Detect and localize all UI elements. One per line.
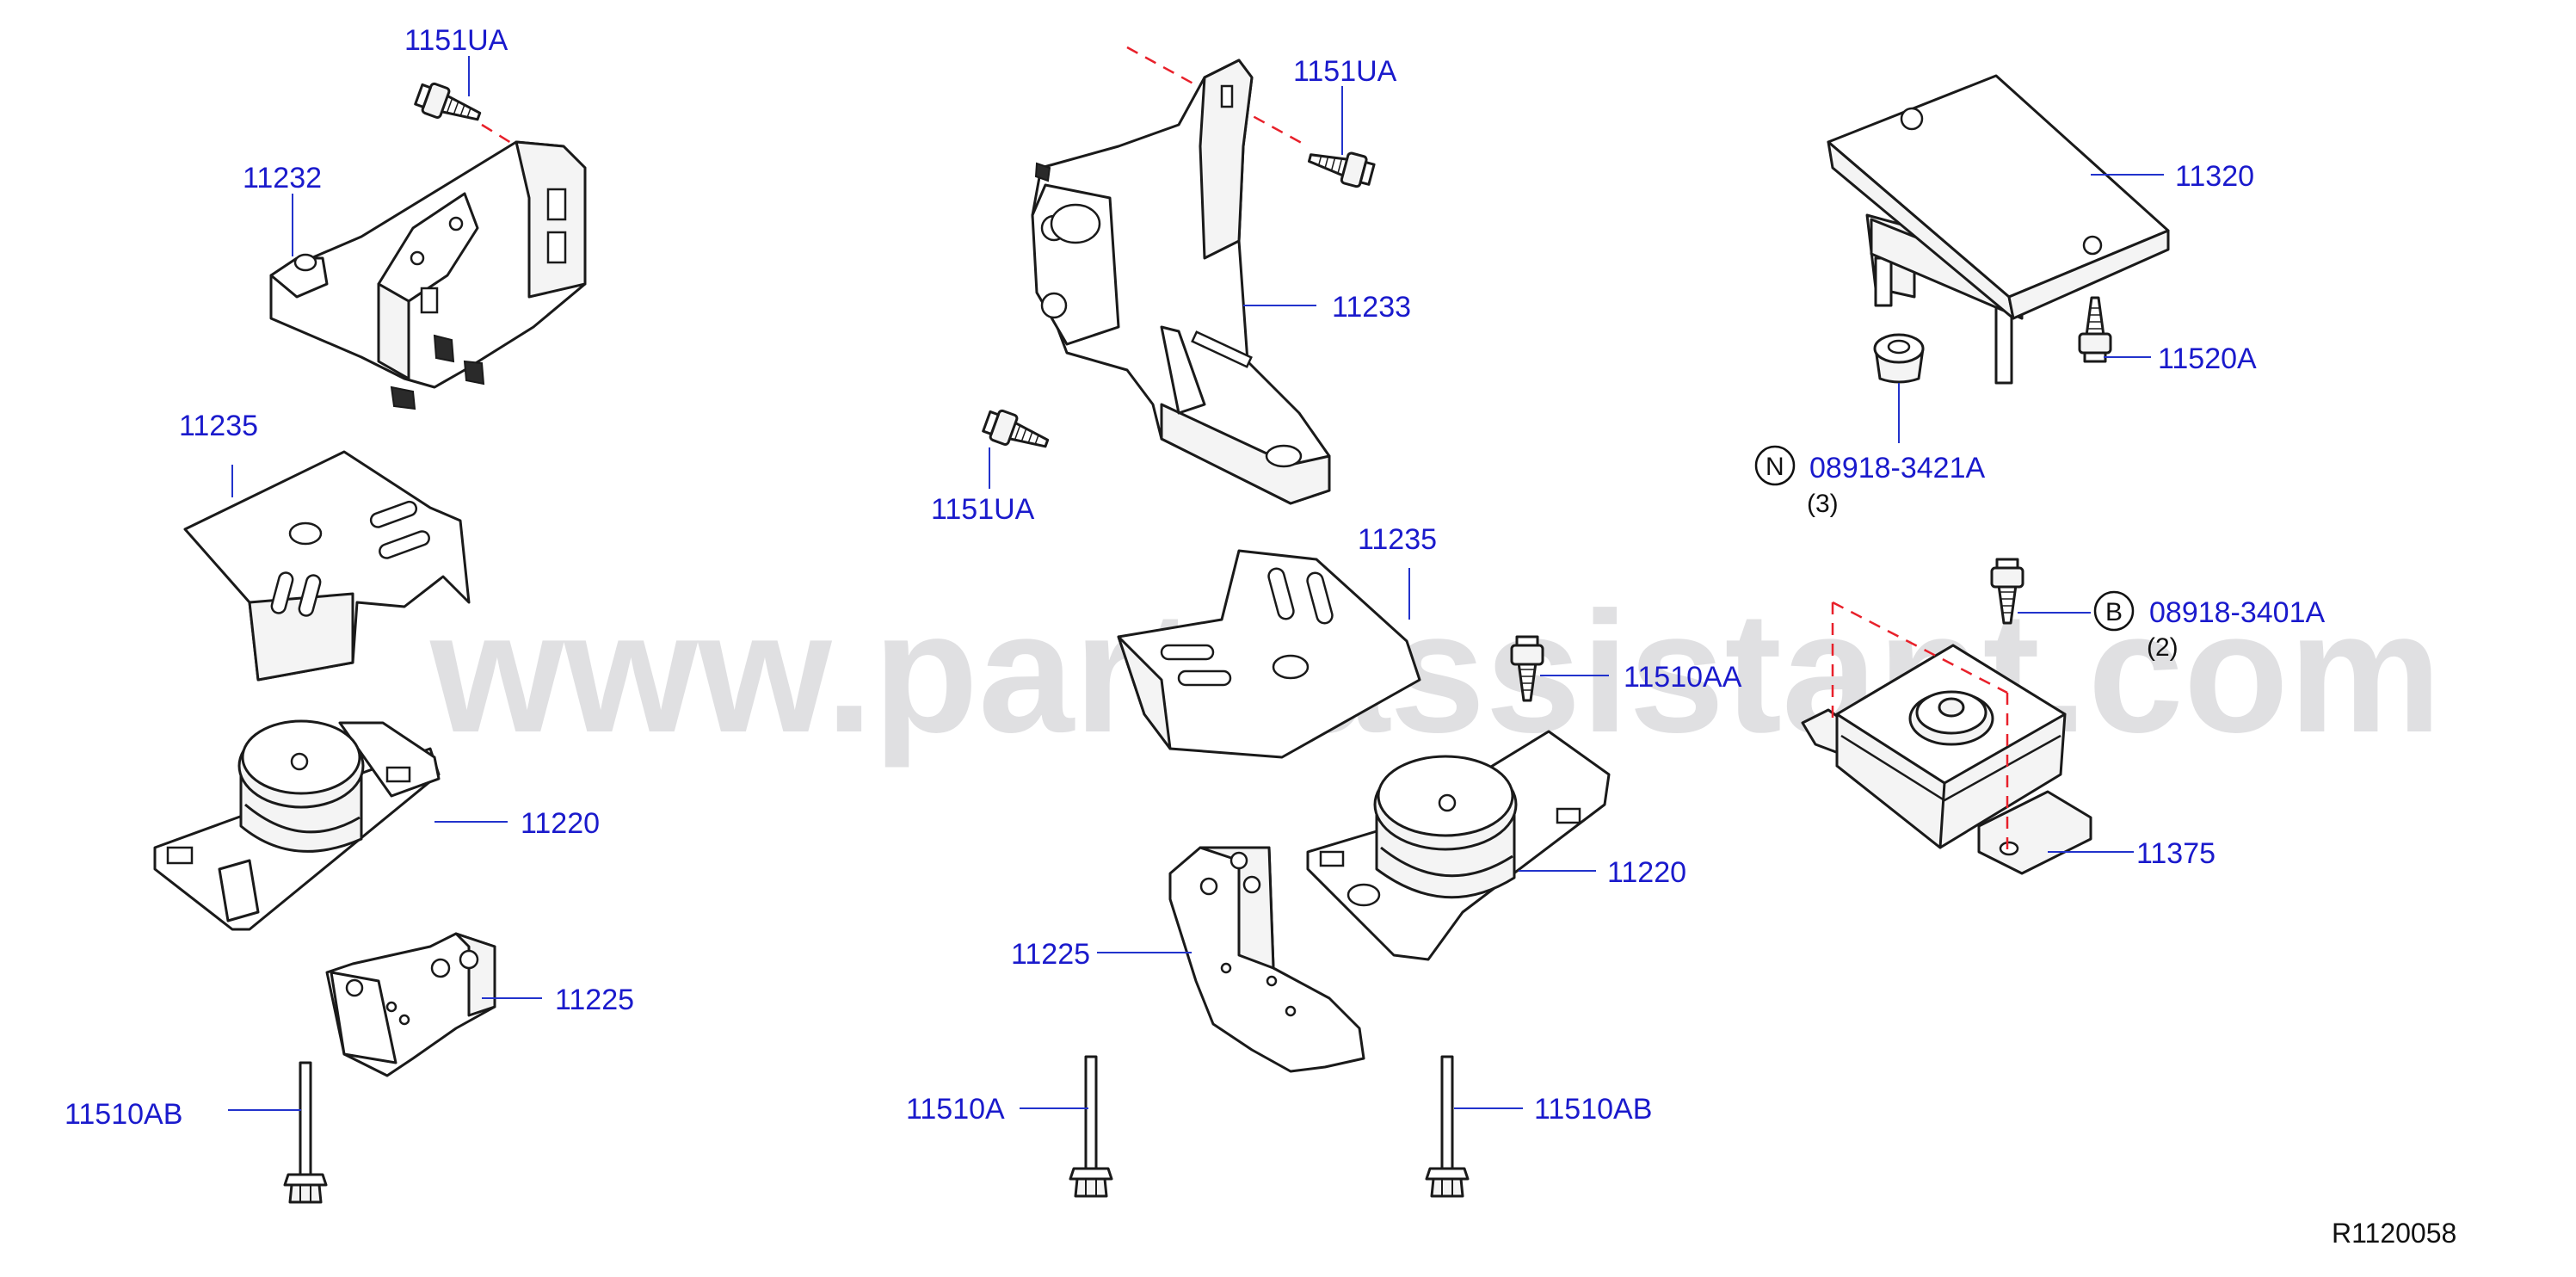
callout-11235-center[interactable]: 11235 xyxy=(1358,523,1437,556)
member-11320 xyxy=(1827,74,2170,385)
bolt-symbol-circle xyxy=(2093,590,2135,632)
callout-11510ab-left[interactable]: 11510AB xyxy=(65,1098,182,1131)
callout-11225-center[interactable]: 11225 xyxy=(1011,938,1090,971)
long-bolt-11510ab-left xyxy=(283,1061,328,1204)
callout-11320[interactable]: 11320 xyxy=(2175,160,2254,193)
reference-code: R1120058 xyxy=(2332,1218,2456,1249)
callout-11220-left[interactable]: 11220 xyxy=(521,807,600,840)
bolt-symbol-letter: B xyxy=(2105,598,2123,626)
callout-11233[interactable]: 11233 xyxy=(1332,291,1411,324)
bracket-11233 xyxy=(1031,59,1331,505)
callout-1151ua-center-top[interactable]: 1151UA xyxy=(1293,55,1397,88)
long-bolt-11510ab-center xyxy=(1425,1055,1470,1198)
callout-11235-left[interactable]: 11235 xyxy=(179,410,258,442)
nut-symbol-circle xyxy=(1754,445,1796,486)
callout-08918-3401a[interactable]: 08918-3401A xyxy=(2149,596,2326,629)
callout-08918-3421a[interactable]: 08918-3421A xyxy=(1809,452,1986,484)
callout-11510a[interactable]: 11510A xyxy=(906,1093,1005,1126)
callout-11510aa[interactable]: 11510AA xyxy=(1624,661,1742,694)
bracket-11225-left xyxy=(325,932,496,1077)
callout-11220-center[interactable]: 11220 xyxy=(1607,856,1686,889)
plate-11235-left xyxy=(183,450,471,682)
bracket-11232 xyxy=(269,140,587,410)
insulator-11220-center xyxy=(1306,730,1611,961)
insulator-11220-left xyxy=(153,719,441,931)
callout-11232[interactable]: 11232 xyxy=(243,162,322,194)
long-bolt-11510a xyxy=(1069,1055,1113,1198)
watermark-text: www.partsassistant.com xyxy=(429,577,2442,768)
callout-11510ab-center[interactable]: 11510AB xyxy=(1534,1093,1652,1126)
bolt-1151ua-center-left xyxy=(980,405,1054,460)
nut-symbol-letter: N xyxy=(1766,453,1784,481)
bracket-11225-center xyxy=(1168,846,1365,1073)
callout-11520a[interactable]: 11520A xyxy=(2158,342,2257,375)
bolt-1151ua-left xyxy=(412,78,486,133)
callout-11375[interactable]: 11375 xyxy=(2136,837,2215,870)
nut-08918-3421a xyxy=(1873,333,1925,384)
callout-11225-left[interactable]: 11225 xyxy=(555,984,634,1016)
bolt-11520a xyxy=(2078,296,2112,363)
plate-11235-center xyxy=(1117,549,1421,759)
callout-1151ua-left[interactable]: 1151UA xyxy=(404,24,508,57)
callout-08918-3421a-qty: (3) xyxy=(1807,490,1839,518)
callout-1151ua-center-left[interactable]: 1151UA xyxy=(931,493,1035,526)
bolt-1151ua-center-top xyxy=(1304,141,1377,191)
callout-08918-3401a-qty: (2) xyxy=(2147,633,2179,662)
